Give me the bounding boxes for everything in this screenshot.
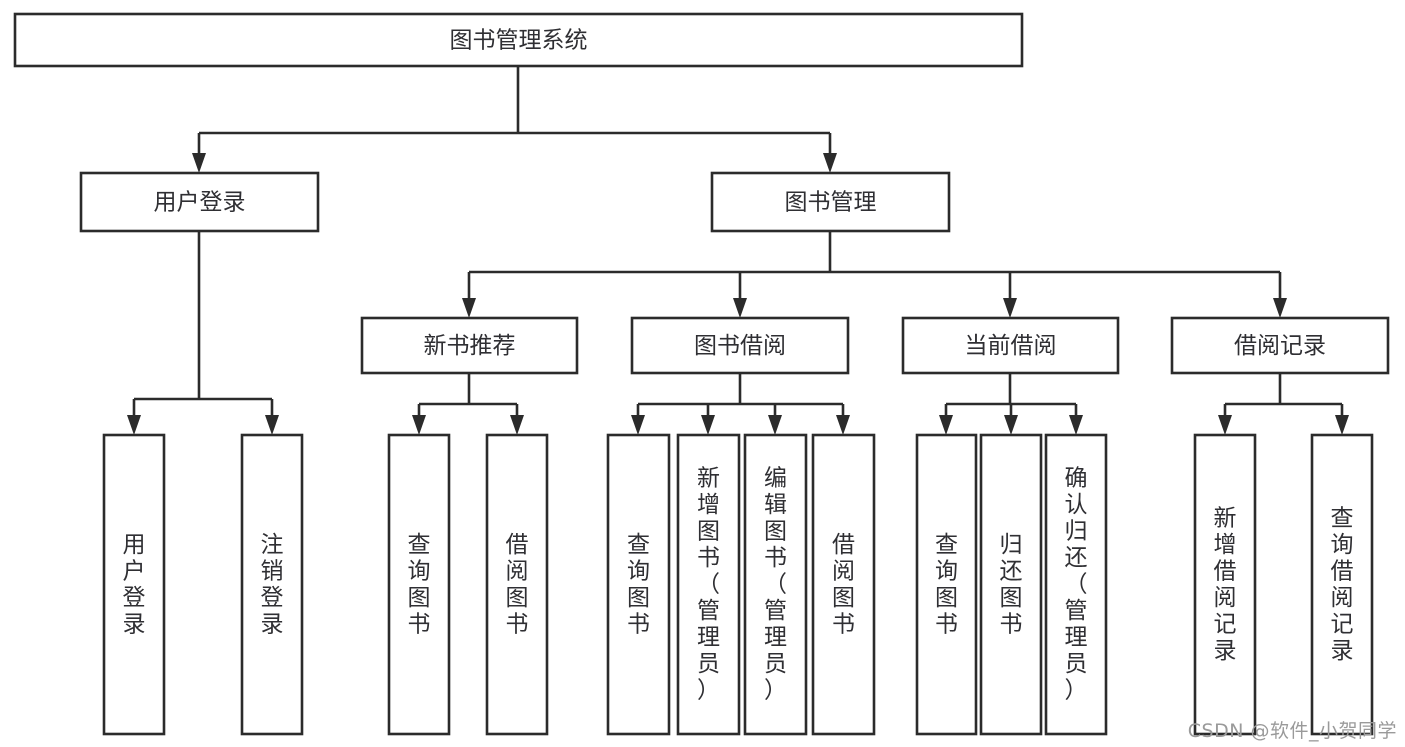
node-user-login[interactable]: 用户登录 [79,171,320,233]
node-box[interactable] [102,433,166,736]
node-box[interactable] [630,316,850,375]
node-box[interactable] [1044,433,1108,736]
node-box[interactable] [743,433,808,736]
node-box[interactable] [606,433,671,736]
node-layer: 图书管理系统用户登录图书管理新书推荐图书借阅当前借阅借阅记录用户登录注销登录查询… [13,12,1390,736]
arrow-head-icon [127,415,141,435]
node-label: 新增借阅记录 [1214,505,1237,664]
node-leaf-query-book-recommend[interactable]: 查询图书 [387,433,451,736]
node-label: 注销登录 [261,531,284,637]
node-book-borrow[interactable]: 图书借阅 [630,316,850,375]
arrow-head-icon [510,415,524,435]
node-leaf-borrow-book[interactable]: 借阅图书 [811,433,876,736]
node-label: 借阅记录 [1234,333,1326,359]
node-box[interactable] [901,316,1120,375]
node-label: 用户登录 [123,531,146,637]
arrow-head-icon [1273,298,1287,318]
node-label: 查询图书 [627,531,650,637]
node-new-book-recommend[interactable]: 新书推荐 [360,316,579,375]
connector-group-current-to-leaves [939,373,1083,435]
node-box[interactable] [979,433,1043,736]
arrow-head-icon [631,415,645,435]
node-label: 查询图书 [408,531,431,637]
node-label: 新增图书（管理员） [697,465,720,703]
connector-group-record-to-leaves [1218,373,1349,435]
arrow-head-icon [701,415,715,435]
node-current-borrow[interactable]: 当前借阅 [901,316,1120,375]
arrow-head-icon [462,298,476,318]
node-label: 图书管理系统 [450,28,588,54]
node-leaf-add-book-admin[interactable]: 新增图书（管理员） [676,433,741,736]
node-box[interactable] [1310,433,1374,736]
node-leaf-query-book-borrow[interactable]: 查询图书 [606,433,671,736]
node-leaf-confirm-return-admin[interactable]: 确认归还（管理员） [1044,433,1108,736]
connector-group-root-to-level2 [192,66,837,173]
arrow-head-icon [265,415,279,435]
connector-group-userlogin-to-leaves [127,231,279,435]
node-label: 新书推荐 [424,333,516,359]
node-box[interactable] [676,433,741,736]
arrow-head-icon [1069,415,1083,435]
connector-group-bookmgmt-to-level3 [462,231,1287,318]
node-box[interactable] [240,433,304,736]
arrow-head-icon [192,153,206,173]
node-borrow-record[interactable]: 借阅记录 [1170,316,1390,375]
arrow-head-icon [412,415,426,435]
arrow-head-icon [1218,415,1232,435]
node-box[interactable] [1170,316,1390,375]
node-label: 确认归还（管理员） [1065,465,1088,703]
node-leaf-add-borrow-record[interactable]: 新增借阅记录 [1193,433,1257,736]
node-label: 查询借阅记录 [1331,505,1354,664]
node-label: 查询图书 [935,531,958,637]
node-leaf-user-login[interactable]: 用户登录 [102,433,166,736]
node-box[interactable] [79,171,320,233]
node-leaf-edit-book-admin[interactable]: 编辑图书（管理员） [743,433,808,736]
node-leaf-borrow-book-recommend[interactable]: 借阅图书 [485,433,549,736]
node-label: 当前借阅 [965,333,1057,359]
node-leaf-query-book-current[interactable]: 查询图书 [915,433,978,736]
node-box[interactable] [13,12,1024,68]
node-box[interactable] [1193,433,1257,736]
arrow-head-icon [768,415,782,435]
node-leaf-query-borrow-record[interactable]: 查询借阅记录 [1310,433,1374,736]
arrow-head-icon [733,298,747,318]
node-box[interactable] [360,316,579,375]
node-box[interactable] [915,433,978,736]
node-label: 借阅图书 [832,531,855,637]
node-book-management[interactable]: 图书管理 [710,171,951,233]
node-root[interactable]: 图书管理系统 [13,12,1024,68]
node-box[interactable] [811,433,876,736]
node-box[interactable] [387,433,451,736]
node-label: 编辑图书（管理员） [764,465,787,703]
arrow-head-icon [939,415,953,435]
arrow-head-icon [823,153,837,173]
arrow-head-icon [1004,415,1018,435]
node-label: 归还图书 [1000,531,1023,637]
connector-group-borrow-to-leaves [631,373,850,435]
node-leaf-return-book[interactable]: 归还图书 [979,433,1043,736]
node-box[interactable] [485,433,549,736]
connector-group-recommend-to-leaves [412,373,524,435]
arrow-head-icon [1003,298,1017,318]
watermark-label: CSDN @软件_小贺同学 [1187,720,1397,742]
node-label: 借阅图书 [506,531,529,637]
node-label: 图书管理 [785,190,877,216]
connector-layer [127,66,1349,435]
arrow-head-icon [836,415,850,435]
node-leaf-logout-login[interactable]: 注销登录 [240,433,304,736]
node-box[interactable] [710,171,951,233]
node-label: 用户登录 [154,190,246,216]
node-label: 图书借阅 [694,333,786,359]
arrow-head-icon [1335,415,1349,435]
